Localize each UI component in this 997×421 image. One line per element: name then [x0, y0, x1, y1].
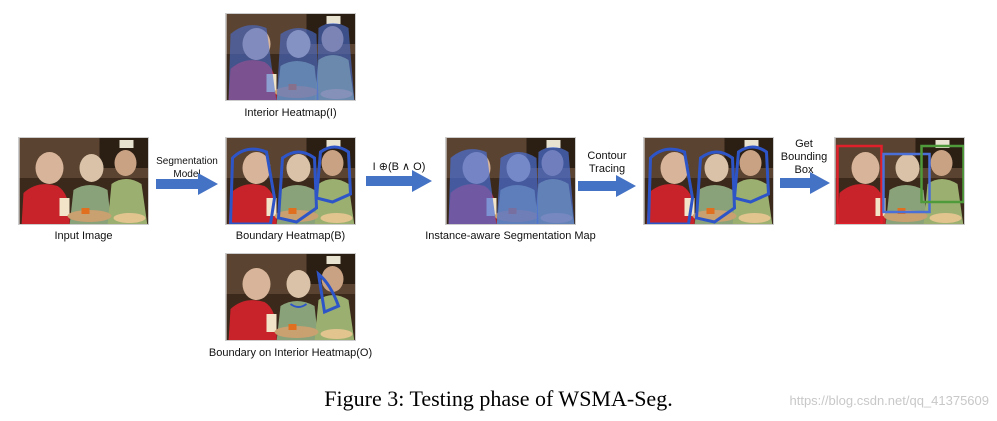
figure-caption: Figure 3: Testing phase of WSMA-Seg. [324, 386, 673, 411]
boundary-heatmap-label: Boundary Heatmap(B) [235, 230, 346, 242]
arrow-bounding-box [780, 172, 830, 194]
input-image-label: Input Image [54, 230, 113, 242]
arrow-combine [366, 170, 432, 192]
boundary-heatmap-image [225, 137, 356, 225]
instance-map-label: Instance-aware Segmentation Map [425, 230, 596, 242]
bounding-box-image [834, 137, 965, 225]
contour-tracing-label: Contour Tracing [587, 150, 627, 175]
segmentation-model-label: Segmentation Model [156, 156, 218, 180]
input-image [18, 137, 149, 225]
arrow-segmentation [156, 173, 218, 195]
get-bounding-box-label: Get Bounding Box [780, 138, 828, 176]
boundary-on-interior-label: Boundary on Interior Heatmap(O) [208, 347, 373, 359]
arrow-contour [578, 175, 636, 197]
contour-traced-image [643, 137, 774, 225]
interior-heatmap-label: Interior Heatmap(I) [244, 107, 337, 119]
interior-heatmap-image [225, 13, 356, 101]
boundary-on-interior-image [225, 253, 356, 341]
instance-segmentation-image [445, 137, 576, 225]
operation-formula: I ⊕(B ∧ O) [372, 161, 426, 173]
watermark: https://blog.csdn.net/qq_41375609 [789, 393, 990, 408]
